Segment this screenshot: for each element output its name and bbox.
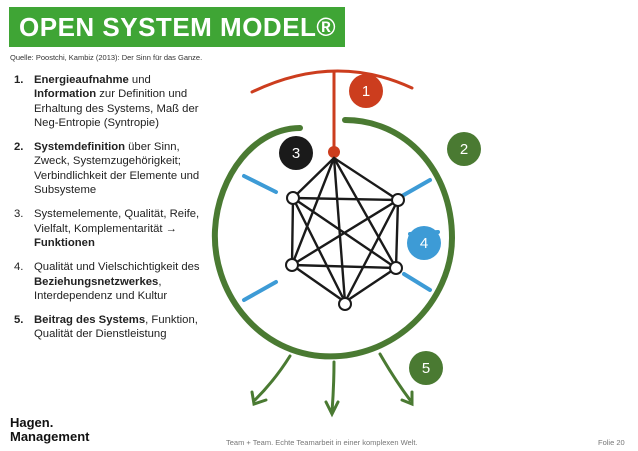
- emphasis-text: Energieaufnahme: [34, 74, 129, 86]
- list-item-text: Beitrag des Systems, Funktion, Qualität …: [34, 313, 214, 342]
- body-text: Qualität und Vielschichtigkeit des: [34, 261, 200, 274]
- emphasis-text: Information: [34, 88, 97, 101]
- list-item-number: 4.: [14, 261, 24, 274]
- body-text: und: [128, 74, 151, 86]
- input-arrow-right-top: [400, 178, 432, 198]
- badge-3: 3: [279, 136, 313, 170]
- badge-2-label: 2: [460, 141, 468, 158]
- slide-title: OPEN SYSTEM MODEL®: [19, 11, 337, 42]
- list-item: 1. Energieaufnahme und Information zur De…: [14, 73, 214, 130]
- body-text: über Sinn, Zweck, Systemzugehörigkeit; V…: [34, 141, 200, 197]
- output-legs: [250, 352, 414, 418]
- logo-line-2: Management: [10, 429, 90, 444]
- emphasis-text: Systemdefinition: [34, 141, 126, 154]
- badge-1: 1: [349, 74, 383, 108]
- badge-3-label: 3: [292, 145, 300, 162]
- footer-text: Team + Team. Echte Teamarbeit in einer k…: [226, 438, 418, 447]
- page-number: Folie 20: [598, 438, 625, 447]
- logo-line-1: Hagen.: [10, 415, 54, 430]
- input-arrow-right-bottom: [402, 272, 432, 292]
- badge-5: 5: [409, 351, 443, 385]
- list-item-number: 1.: [14, 74, 24, 86]
- list-item: 4. Qualität und Vielschichtigkeit des Bez…: [14, 260, 214, 303]
- company-logo: Hagen. Management: [10, 416, 89, 444]
- input-arrow-left-bottom: [242, 280, 278, 302]
- list-item: 3. Systemelemente, Qualität, Reife, Vielf…: [14, 207, 214, 250]
- list-item-text: Energieaufnahme und Information zur Defi…: [34, 73, 214, 130]
- input-node: [328, 146, 340, 158]
- network-nodes: [285, 191, 405, 311]
- system-boundary-circle: [211, 117, 456, 360]
- badge-4: 4: [407, 226, 441, 260]
- emphasis-text: Beitrag des Systems: [34, 314, 146, 327]
- body-text: Systemelemente, Qualität, Reife, Vielfal…: [34, 208, 200, 235]
- emphasis-text: Beziehungsnetzwerkes: [34, 275, 159, 288]
- numbered-list: 1. Energieaufnahme und Information zur De…: [14, 73, 214, 352]
- list-item-text: Qualität und Vielschichtigkeit des Bezie…: [34, 260, 214, 303]
- badge-5-label: 5: [422, 360, 430, 377]
- energy-input-arc: [250, 69, 414, 94]
- badge-1-label: 1: [362, 83, 370, 100]
- relationship-network: [290, 156, 400, 304]
- list-item-number: 2.: [14, 141, 24, 154]
- source-citation: Quelle: Poostchi, Kambiz (2013): Der Sin…: [10, 53, 203, 62]
- body-text: , Funktion, Qualität der Dienstleistung: [34, 314, 198, 341]
- list-item: 2. Systemdefinition über Sinn, Zweck, Sys…: [14, 140, 214, 197]
- list-item: 5. Beitrag des Systems, Funktion, Qualitä…: [14, 313, 214, 342]
- list-item-number: 3.: [14, 208, 24, 221]
- body-text: , Interdependenz und Kultur: [34, 275, 168, 302]
- title-banner: OPEN SYSTEM MODEL®: [9, 7, 345, 47]
- badge-4-label: 4: [420, 235, 428, 252]
- list-item-number: 5.: [14, 314, 24, 327]
- emphasis-text: Funktionen: [34, 236, 95, 249]
- list-item-text: Systemelemente, Qualität, Reife, Vielfal…: [34, 207, 214, 250]
- list-item-text: Systemdefinition über Sinn, Zweck, Syste…: [34, 140, 214, 197]
- input-arrow-left-top: [242, 174, 278, 194]
- body-text: zur Definition und Erhaltung des Systems…: [34, 88, 199, 129]
- badge-2: 2: [447, 132, 481, 166]
